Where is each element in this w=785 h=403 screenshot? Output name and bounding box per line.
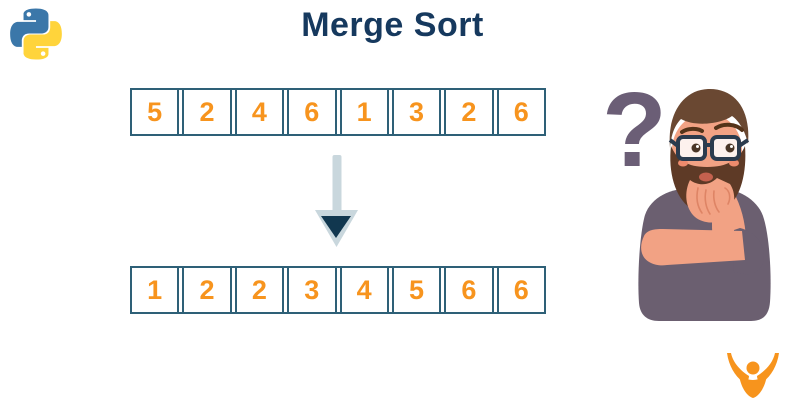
array-cell: 4 [339,268,389,312]
python-icon [10,8,62,60]
array-cell: 2 [234,268,285,312]
array-cell: 5 [391,268,442,312]
array-cell: 2 [444,90,494,134]
down-arrow-icon [307,150,367,250]
array-cell: 1 [339,90,389,134]
array-cell: 2 [182,268,232,312]
page-title: Merge Sort [301,6,484,44]
array-cell: 6 [496,268,544,312]
array-cell: 3 [391,90,442,134]
array-cell: 6 [287,90,337,134]
array-cell: 5 [132,90,180,134]
array-cell: 1 [132,268,180,312]
thinking-person-illustration [595,70,785,325]
unsorted-array: 5 2 4 6 1 3 2 6 [130,88,546,136]
array-cell: 2 [182,90,232,134]
sorted-array: 1 2 2 3 4 5 6 6 [130,266,546,314]
array-cell: 6 [496,90,544,134]
question-mark: ? [602,71,667,189]
array-cell: 4 [234,90,285,134]
array-cell: 6 [444,268,494,312]
array-cell: 3 [287,268,337,312]
python-logo [10,8,62,60]
brand-logo-icon [726,352,780,398]
